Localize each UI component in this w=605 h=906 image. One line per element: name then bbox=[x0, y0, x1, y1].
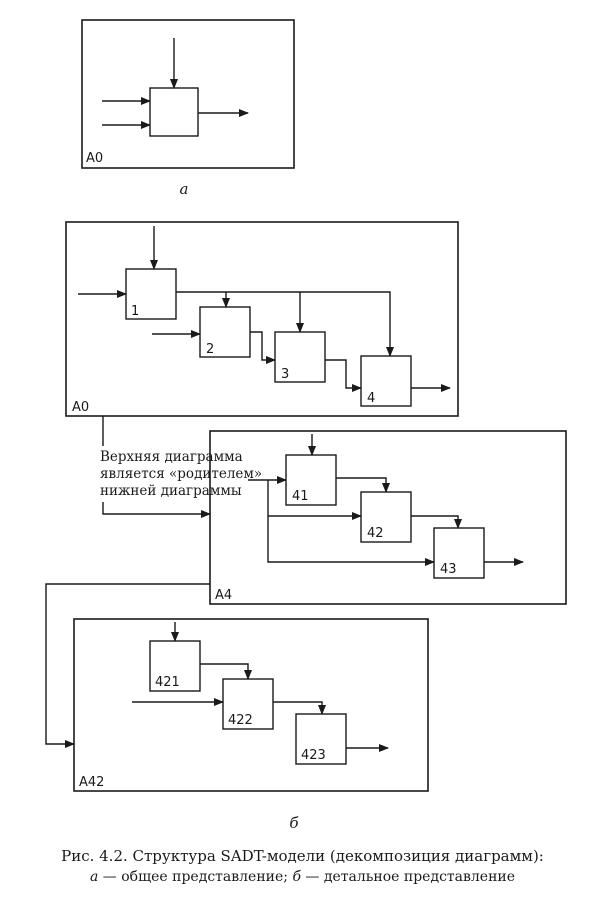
box-label-1: 1 bbox=[131, 304, 139, 319]
figure-b-frame-a42-group: 421 422 423 A42 bbox=[73, 618, 429, 792]
box-label-42: 42 bbox=[367, 526, 384, 541]
frame-label-a42: A42 bbox=[79, 775, 104, 790]
box-label-422: 422 bbox=[228, 713, 253, 728]
annotation-background bbox=[96, 446, 256, 502]
figure-b-frame-a4-group: 41 42 43 A4 bbox=[209, 430, 567, 605]
annotation-line-2: является «родителем» bbox=[100, 466, 262, 482]
annotation-line-3: нижней диаграммы bbox=[100, 483, 242, 499]
caption-line-1: Рис. 4.2. Структура SADT-модели (декомпо… bbox=[61, 847, 544, 865]
parent-annotation: Верхняя диаграмма является «родителем» н… bbox=[96, 446, 262, 502]
sublabel-a: а bbox=[180, 180, 189, 198]
frame-label-a4: A4 bbox=[215, 588, 232, 603]
caption-text-b: — детальное представление bbox=[300, 869, 516, 885]
annotation-line-1: Верхняя диаграмма bbox=[100, 449, 243, 465]
box-label-41: 41 bbox=[292, 489, 309, 504]
caption-text-a: — общее представление; bbox=[98, 869, 293, 885]
box-label-421: 421 bbox=[155, 675, 180, 690]
box-label-2: 2 bbox=[206, 342, 214, 357]
box-label-423: 423 bbox=[301, 748, 326, 763]
sublabel-b: б bbox=[289, 814, 299, 832]
frame-a4 bbox=[209, 430, 567, 605]
output-2-to-box-3 bbox=[250, 331, 276, 364]
output-41-to-box-42 bbox=[336, 477, 390, 493]
input-branch-bus bbox=[267, 480, 435, 566]
frame-label-a0: A0 bbox=[72, 400, 89, 415]
figure-b-frame-a0-group: 1 2 3 4 A0 bbox=[65, 221, 459, 417]
function-box-a bbox=[149, 87, 199, 137]
frame-a42 bbox=[73, 618, 429, 792]
output-422-to-box-423 bbox=[273, 701, 326, 715]
output-3-to-box-4 bbox=[325, 359, 362, 392]
output-421-to-box-422 bbox=[200, 663, 252, 680]
figure-a: A0 а bbox=[81, 19, 295, 198]
box-label-43: 43 bbox=[440, 562, 457, 577]
output-1-bus bbox=[176, 291, 394, 357]
caption-letter-a: а bbox=[89, 869, 99, 885]
box-label-3: 3 bbox=[281, 367, 289, 382]
box-label-4: 4 bbox=[367, 391, 375, 406]
figure-caption: Рис. 4.2. Структура SADT-модели (декомпо… bbox=[0, 845, 605, 887]
parent-link-a4-to-a42 bbox=[45, 583, 210, 748]
caption-letter-b: б bbox=[292, 869, 301, 885]
caption-line-2: а — общее представление; б — детальное п… bbox=[0, 867, 605, 887]
frame-a0-overview bbox=[81, 19, 295, 169]
output-42-to-box-43 bbox=[411, 515, 462, 529]
frame-a0 bbox=[65, 221, 459, 417]
frame-label-a0-overview: A0 bbox=[86, 151, 103, 166]
